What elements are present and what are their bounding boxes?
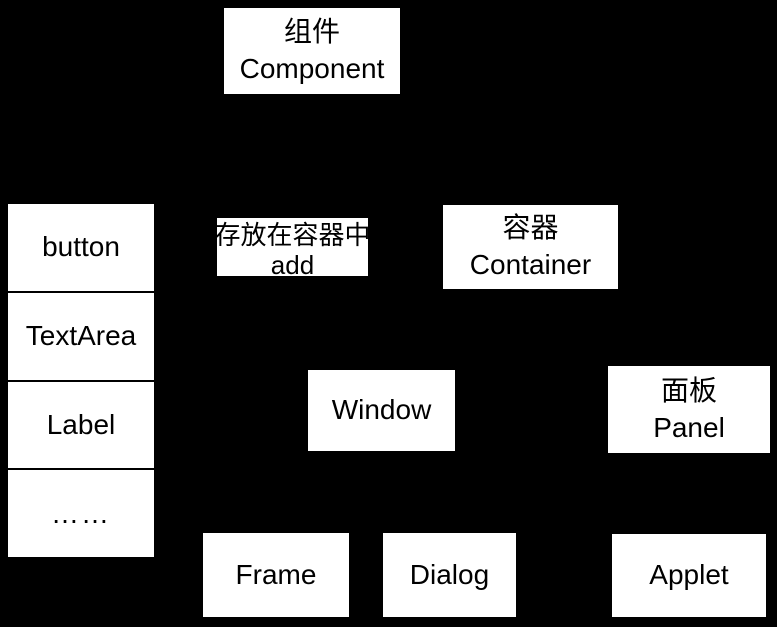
node-component-label-en: Component (239, 53, 385, 84)
node-dialog-label: Dialog (409, 558, 490, 590)
node-component: 组件 Component (222, 6, 402, 96)
node-panel-label-en: Panel (653, 411, 725, 443)
node-window-label: Window (331, 394, 432, 426)
node-panel-label-zh: 面板 (660, 374, 717, 406)
node-container: 容器 Container (441, 203, 620, 291)
list-cell-label: Label (8, 382, 154, 471)
component-example-list: button TextArea Label …… (6, 202, 156, 559)
list-cell-button: button (8, 204, 154, 293)
list-cell-ellipsis: …… (51, 497, 111, 529)
annotation-add: 存放在容器中 add (214, 216, 371, 280)
annotation-add-label-en: add (270, 249, 315, 280)
list-cell-textarea: TextArea (8, 293, 154, 382)
node-dialog: Dialog (381, 531, 518, 619)
node-component-label-zh: 组件 (283, 16, 340, 48)
node-frame-label: Frame (235, 558, 317, 590)
node-frame: Frame (201, 531, 351, 619)
node-panel: 面板 Panel (606, 364, 772, 455)
node-container-label-en: Container (469, 249, 592, 280)
node-window: Window (306, 368, 457, 453)
node-applet-label: Applet (649, 559, 729, 591)
node-applet: Applet (610, 532, 768, 619)
annotation-add-label-zh: 存放在容器中 (214, 220, 371, 250)
node-container-label-zh: 容器 (502, 212, 559, 244)
